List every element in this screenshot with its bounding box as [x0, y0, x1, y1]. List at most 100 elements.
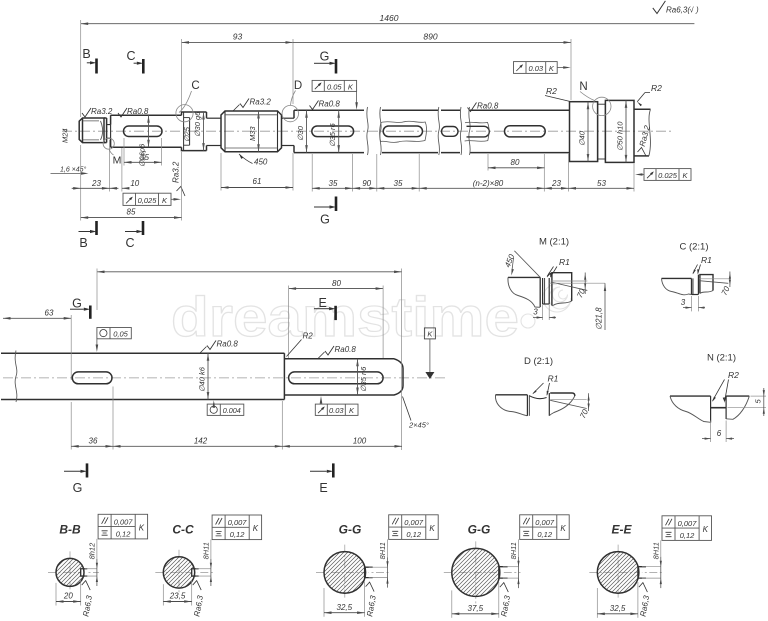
svg-text:R2: R2	[651, 83, 662, 93]
svg-text:∅40: ∅40	[578, 130, 587, 146]
svg-text:20: 20	[63, 592, 73, 601]
svg-text:√: √	[690, 6, 695, 15]
svg-text:Ra3.2: Ra3.2	[250, 98, 272, 107]
svg-text:8H11: 8H11	[651, 542, 660, 559]
svg-text:C: C	[125, 236, 134, 250]
svg-text:1460: 1460	[380, 13, 399, 23]
svg-text:85: 85	[127, 208, 136, 217]
svg-text:23: 23	[551, 179, 561, 188]
svg-text:K: K	[253, 524, 259, 533]
svg-text:Ra0.8: Ra0.8	[127, 107, 149, 116]
svg-text:90: 90	[362, 179, 371, 188]
svg-text:0.03: 0.03	[329, 406, 344, 415]
svg-text:dreamstime: dreamstime	[171, 285, 519, 348]
svg-text:0,007: 0,007	[535, 518, 555, 527]
svg-text:1,6 ×45°: 1,6 ×45°	[60, 166, 87, 174]
svg-text:8H11: 8H11	[378, 542, 387, 559]
svg-text:K: K	[348, 82, 354, 91]
svg-text:0,025: 0,025	[138, 196, 158, 205]
svg-text:0.03: 0.03	[528, 64, 543, 73]
svg-text:C-C: C-C	[172, 523, 194, 537]
svg-text:R2: R2	[303, 332, 314, 341]
svg-text:∅26p6: ∅26p6	[138, 143, 147, 167]
svg-text:C (2:1): C (2:1)	[679, 242, 708, 253]
svg-text:35: 35	[394, 179, 403, 188]
svg-text:5: 5	[753, 399, 762, 404]
svg-text:Ra6,3(: Ra6,3(	[666, 6, 691, 15]
svg-text:M: M	[113, 155, 122, 167]
svg-text:Ra6,3: Ra6,3	[365, 594, 378, 617]
svg-text:G: G	[73, 481, 83, 495]
svg-text:23,5: 23,5	[169, 592, 186, 601]
svg-text:35: 35	[140, 153, 149, 162]
svg-text:Ra6,3: Ra6,3	[639, 594, 652, 617]
svg-text:450: 450	[254, 158, 268, 167]
svg-text:G: G	[72, 297, 82, 311]
svg-text:∅35 r6: ∅35 r6	[328, 123, 337, 147]
svg-text:8H11: 8H11	[201, 542, 210, 559]
svg-text:∅40 k6: ∅40 k6	[198, 366, 207, 392]
svg-text:32,5: 32,5	[610, 604, 626, 613]
svg-text:E-E: E-E	[611, 523, 632, 537]
svg-text:E: E	[319, 296, 327, 310]
svg-text:36: 36	[89, 437, 98, 446]
svg-text:0,05: 0,05	[113, 330, 128, 339]
svg-text:∅30 g6: ∅30 g6	[193, 111, 202, 137]
svg-text:∅35 n6: ∅35 n6	[359, 366, 368, 392]
svg-text:R1: R1	[548, 374, 559, 384]
svg-text:70: 70	[575, 287, 587, 299]
svg-text:): )	[695, 6, 699, 15]
svg-text:80: 80	[332, 279, 341, 288]
svg-text:0.05: 0.05	[327, 82, 342, 91]
svg-text:70: 70	[578, 407, 590, 419]
svg-text:E: E	[319, 481, 327, 495]
svg-text:∅25: ∅25	[183, 126, 192, 142]
svg-text:0,007: 0,007	[228, 518, 248, 527]
svg-text:K: K	[427, 330, 433, 339]
svg-text:G: G	[320, 213, 330, 227]
svg-text:37,5: 37,5	[468, 604, 484, 613]
svg-text:G: G	[320, 50, 330, 64]
svg-text:D: D	[294, 80, 302, 92]
svg-text:10: 10	[130, 179, 139, 188]
svg-text:3: 3	[681, 298, 686, 307]
svg-text:Ra0.8: Ra0.8	[217, 340, 239, 349]
svg-text:Ra0.8: Ra0.8	[335, 345, 357, 354]
svg-text:N (2:1): N (2:1)	[707, 353, 736, 364]
svg-text:Ra6,3: Ra6,3	[192, 594, 205, 617]
svg-text:K: K	[429, 524, 435, 533]
svg-text:Ra0.8: Ra0.8	[477, 102, 499, 111]
svg-text:K: K	[162, 196, 168, 205]
svg-text:0,12: 0,12	[230, 530, 245, 539]
svg-text:R1: R1	[701, 255, 712, 265]
svg-text:0,12: 0,12	[537, 530, 552, 539]
svg-text:0,12: 0,12	[406, 530, 421, 539]
svg-text:80: 80	[511, 158, 520, 167]
svg-text:0.004: 0.004	[223, 406, 241, 415]
svg-text:M33: M33	[248, 126, 257, 141]
svg-text:B: B	[79, 236, 87, 250]
svg-text:D (2:1): D (2:1)	[524, 356, 553, 367]
svg-text:Ra3.2: Ra3.2	[172, 161, 181, 183]
svg-text:R2: R2	[728, 370, 739, 380]
svg-text:0,007: 0,007	[678, 519, 698, 528]
svg-text:0,12: 0,12	[680, 531, 695, 540]
svg-text:0,007: 0,007	[114, 517, 134, 526]
svg-text:93: 93	[233, 31, 243, 41]
svg-text:∅30: ∅30	[296, 125, 305, 141]
svg-text:0.025: 0.025	[658, 171, 678, 180]
svg-text:0,007: 0,007	[404, 518, 424, 527]
svg-text:Ra3.2: Ra3.2	[91, 107, 113, 116]
svg-text:8h12: 8h12	[87, 542, 96, 560]
svg-text:K: K	[349, 406, 355, 415]
svg-text:3: 3	[533, 308, 538, 317]
svg-text:K: K	[139, 523, 145, 532]
svg-text:(n-2)×80: (n-2)×80	[473, 179, 504, 188]
svg-text:63: 63	[45, 308, 54, 317]
svg-text:B: B	[82, 47, 90, 61]
svg-text:Ra6,3: Ra6,3	[499, 594, 512, 617]
svg-text:M (2:1): M (2:1)	[539, 237, 569, 248]
svg-text:B-B: B-B	[59, 523, 81, 537]
svg-text:142: 142	[194, 437, 208, 446]
svg-text:32,5: 32,5	[337, 603, 353, 612]
